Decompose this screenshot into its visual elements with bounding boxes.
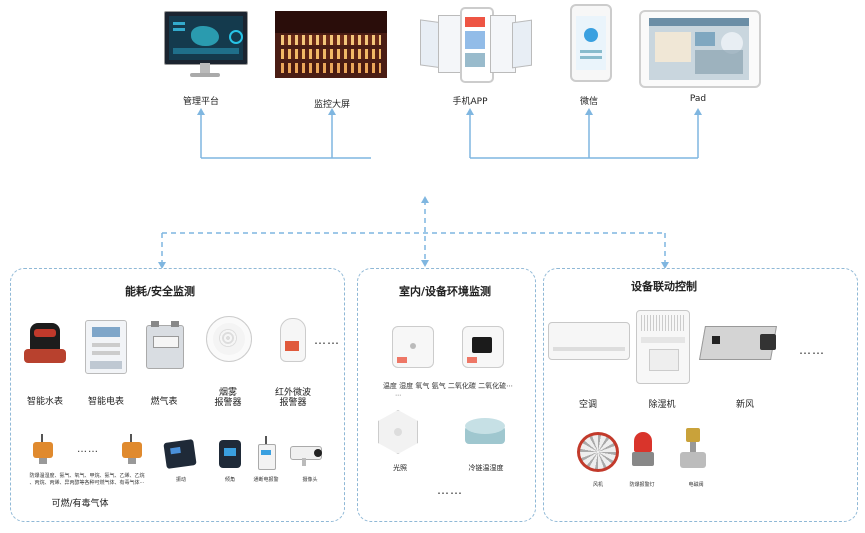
- device-label-vibration: 振动: [175, 477, 187, 483]
- panel-energy-safety: [10, 268, 345, 522]
- gas-sensor-ellipsis: ……: [77, 444, 99, 455]
- fan-icon: [575, 430, 619, 472]
- device-label-fresh-air: 新风: [735, 400, 755, 410]
- device-label-gas-meter: 燃气表: [150, 397, 178, 407]
- device-label-smoke-detector: 烟雾 报警器: [214, 388, 242, 408]
- platform-label-pad: Pad: [689, 94, 707, 104]
- panel-energy-title: 能耗/安全监测: [124, 285, 196, 298]
- gas-meter-icon: [146, 321, 184, 369]
- platform-label-video-wall: 监控大屏: [313, 100, 351, 110]
- tablet-icon: [639, 10, 761, 88]
- device-label-alarm-light: 防爆报警灯: [629, 482, 655, 488]
- smoke-detector-icon: [206, 316, 252, 362]
- air-conditioner-icon: [548, 322, 630, 360]
- env-sensor-desc-2: ⋯: [395, 392, 401, 399]
- cold-chain-sensor-icon: [465, 412, 505, 448]
- solenoid-valve-icon: [680, 428, 706, 472]
- platform-label-wechat: 微信: [579, 97, 599, 107]
- device-label-fan: 风机: [592, 482, 604, 488]
- device-label-power-alarm: 通断电报警: [253, 477, 279, 483]
- gas-display-sensor-icon: [462, 326, 504, 368]
- phone-app-icon: [420, 7, 532, 83]
- panel-environment-title: 室内/设备环境监测: [398, 285, 492, 298]
- pir-detector-icon: [280, 318, 306, 362]
- panel-energy-ellipsis: ……: [314, 333, 340, 347]
- wechat-phone-icon: [570, 4, 612, 82]
- gas-sensor-desc-1: 防爆温湿度、氨气、氧气、甲烷、氨气、乙烯、乙烷: [29, 473, 145, 479]
- electric-meter-icon: [85, 320, 127, 374]
- gas-sensor-icon-2: [122, 434, 142, 464]
- panel-device-control: [543, 268, 858, 522]
- platform-label-management: 管理平台: [182, 97, 220, 107]
- fresh-air-unit-icon: [698, 322, 782, 362]
- device-label-pir-detector: 红外微波 报警器: [274, 388, 312, 408]
- gas-sensor-icon-1: [33, 434, 53, 464]
- device-label-water-meter: 智能水表: [26, 397, 64, 407]
- gas-sensor-desc-2: 、丙烷、丙烯、异丙醇等各种可燃气体、有毒气体⋯: [29, 480, 145, 486]
- panel-control-title: 设备联动控制: [631, 280, 697, 293]
- device-label-camera: 摄像头: [302, 477, 318, 483]
- panel-env-ellipsis: ……: [437, 483, 463, 497]
- power-alarm-icon: [258, 436, 276, 470]
- device-label-solenoid-valve: 电磁阀: [688, 482, 704, 488]
- water-meter-icon: [24, 321, 66, 367]
- camera-icon: [290, 446, 324, 466]
- platform-label-app: 手机APP: [452, 97, 488, 107]
- device-label-dehumidifier: 除湿机: [648, 400, 676, 410]
- panel-environment: [357, 268, 536, 522]
- vibration-sensor-icon: [163, 439, 197, 469]
- device-label-tilt: 倾角: [224, 477, 236, 483]
- tilt-sensor-icon: [219, 440, 241, 468]
- device-label-cold-chain: 冷链温湿度: [468, 464, 504, 472]
- device-label-ac: 空调: [578, 400, 598, 410]
- alarm-light-icon: [632, 432, 654, 470]
- panel-control-ellipsis: ……: [799, 343, 825, 357]
- video-wall-icon: [275, 11, 387, 78]
- dehumidifier-icon: [636, 310, 690, 384]
- temp-humidity-sensor-icon: [392, 326, 434, 368]
- gas-group-label: 可燃/有毒气体: [51, 499, 109, 509]
- env-sensor-desc: 温度 湿度 氧气 氨气 二氧化碳 二氧化硫⋯: [382, 382, 514, 390]
- device-label-light: 光照: [393, 464, 407, 472]
- monitor-icon: [164, 11, 248, 79]
- light-sensor-icon: [378, 410, 418, 454]
- device-label-electric-meter: 智能电表: [87, 397, 125, 407]
